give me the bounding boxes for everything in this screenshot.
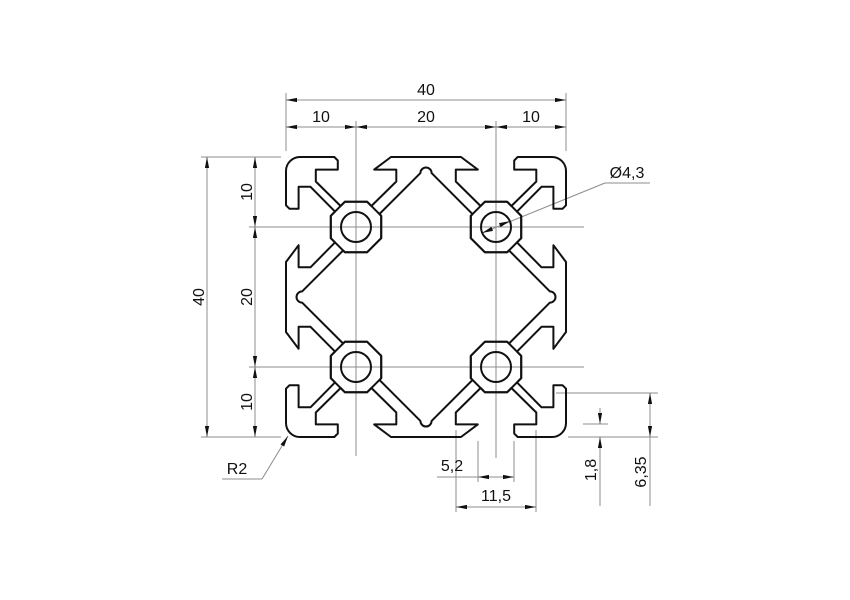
arrowhead [204,157,210,168]
label-hole-diameter: Ø4,3 [610,165,645,182]
profile-outer-boundary [285,156,567,438]
hole-circle [480,351,512,383]
arrowhead [252,356,258,367]
label-height-top: 10 [239,183,256,201]
arrowhead [478,474,489,480]
arrowhead [456,504,467,510]
arrowhead [252,426,258,437]
arrowhead [345,124,356,130]
label-lip-thickness: 1,8 [583,459,600,481]
arrowhead [204,426,210,437]
arrowhead [356,124,367,130]
arrowhead [647,393,653,404]
dimension-arrows [204,97,653,510]
arrowhead [503,474,514,480]
arrowhead [525,504,536,510]
label-slot-depth: 6,35 [633,456,650,487]
profile-outline [285,156,567,438]
arrowhead [286,97,297,103]
centerlines [249,121,584,458]
label-width-left: 10 [312,109,330,126]
arrowhead [555,124,566,130]
arrowhead [252,157,258,168]
label-height-bottom: 10 [239,393,256,411]
hole-boss [469,340,523,394]
label-width-right: 10 [522,109,540,126]
arrowhead [647,426,653,437]
label-slot-inner-width: 11,5 [481,488,511,505]
label-overall-width: 40 [417,82,435,99]
arrowhead [485,124,496,130]
arrowhead [597,437,603,448]
arrowhead [280,436,288,447]
arrowhead [286,124,297,130]
arrowhead [597,413,603,424]
arrowhead [252,367,258,378]
label-width-mid: 20 [417,109,435,126]
arrowhead [499,221,510,228]
extension-lines [201,93,658,512]
arrowhead [555,97,566,103]
arrowhead [252,216,258,227]
dimension-labels: 40 10 20 10 40 10 20 10 Ø4,3 R2 5,2 11,5… [191,82,650,505]
label-slot-opening: 5,2 [441,458,463,475]
arrowhead [482,226,493,233]
hole-circle [340,211,372,243]
label-corner-radius: R2 [227,461,248,478]
hole-circle [340,351,372,383]
hole-circle [480,211,512,243]
arrowhead [252,227,258,238]
hole-boss [469,200,523,254]
hole-boss [329,200,383,254]
label-overall-height: 40 [191,288,208,306]
arrowhead [496,124,507,130]
label-height-mid: 20 [239,288,256,306]
hole-boss [329,340,383,394]
